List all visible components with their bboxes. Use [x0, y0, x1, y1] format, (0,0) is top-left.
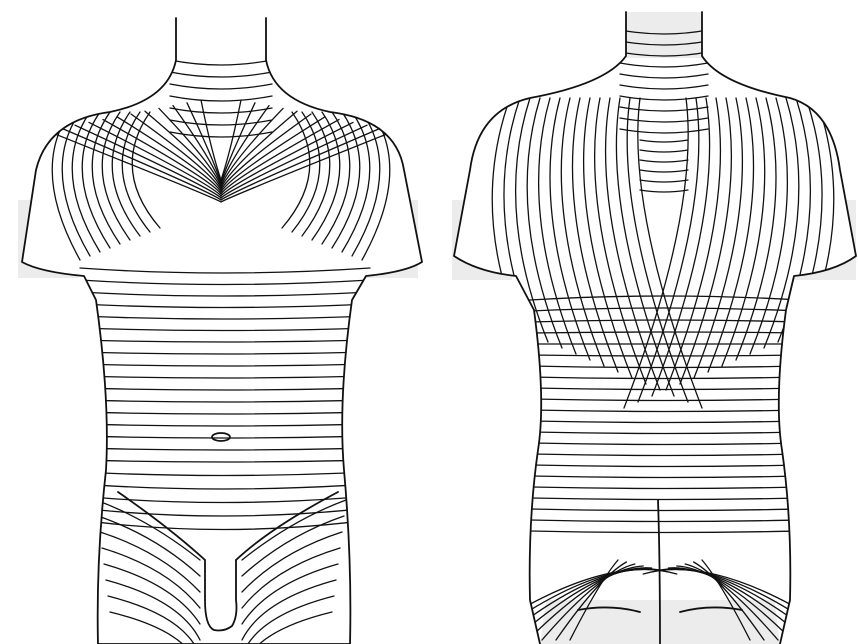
- back-neck-line: [620, 63, 708, 67]
- back-neck-line: [620, 96, 708, 100]
- upper-back-center-line: [640, 160, 688, 162]
- back-curve-left: [638, 98, 702, 408]
- back-curve-right: [624, 98, 688, 408]
- lower-back-line: [530, 498, 800, 500]
- genital-outline: [205, 560, 237, 631]
- upper-back-center-line: [640, 170, 688, 172]
- back-neck-shade: [626, 12, 702, 58]
- back-torso-view: [452, 12, 856, 644]
- lower-back-line: [530, 454, 800, 456]
- back-neck-line: [620, 129, 708, 133]
- lower-back-line: [530, 332, 800, 333]
- lower-back-line: [530, 476, 800, 478]
- lower-back-line: [530, 432, 800, 434]
- lower-back-line: [530, 531, 800, 533]
- lower-back-line: [530, 388, 800, 390]
- lower-back-line: [530, 487, 800, 489]
- lower-back-line: [530, 520, 800, 522]
- lower-back-line: [530, 465, 800, 467]
- lower-back-line: [530, 443, 800, 445]
- lower-back-line: [530, 509, 800, 511]
- lower-back-line: [530, 410, 800, 412]
- back-torso-outline: [454, 12, 856, 644]
- lower-back-line: [530, 377, 800, 379]
- lower-back-line: [530, 399, 800, 401]
- back-neck-line: [620, 85, 708, 89]
- front-torso-view: [18, 18, 422, 644]
- lower-back-line: [530, 355, 800, 356]
- upper-back-center-line: [640, 150, 688, 152]
- back-neck-line: [620, 118, 708, 122]
- upper-back-center-line: [640, 190, 688, 192]
- back-neck-line: [620, 74, 708, 78]
- lower-back-line: [530, 366, 800, 368]
- back-neck-line: [620, 107, 708, 111]
- upper-back-center-line: [640, 180, 688, 182]
- lower-back-line: [530, 421, 800, 423]
- upper-back-center-line: [640, 140, 688, 142]
